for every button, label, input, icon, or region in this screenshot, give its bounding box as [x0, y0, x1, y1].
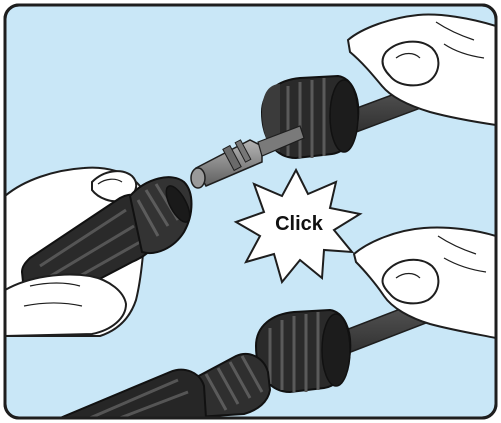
burst-label: Click: [275, 213, 324, 235]
hand-icon: [5, 275, 126, 336]
connector-icon: [256, 310, 350, 392]
